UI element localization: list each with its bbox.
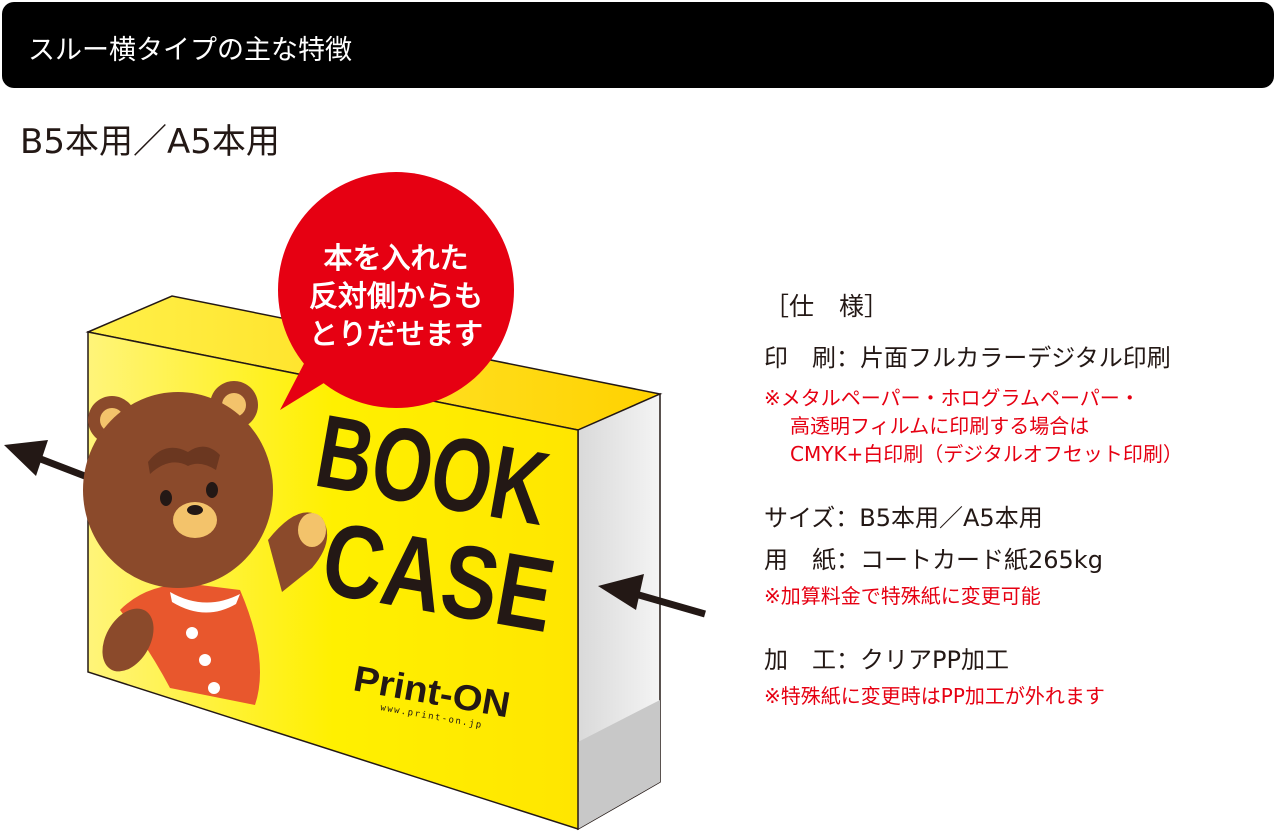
book-case-illustration: BOOK CASE Print-ON www.print-on.jp 本を入れた… (4, 172, 706, 831)
spec-print-note-1: ※メタルペーパー・ホログラムペーパー・ (764, 386, 1140, 410)
spec-paper-note: ※加算料金で特殊紙に変更可能 (764, 584, 1041, 608)
spec-finish-note: ※特殊紙に変更時はPP加工が外れます (764, 684, 1105, 708)
spec-print-note-2: 高透明フィルムに印刷する場合は (790, 414, 1090, 438)
bubble-line-3: とりだせます (309, 317, 483, 351)
spec-finish: 加 工：クリアPP加工 (764, 646, 1009, 674)
bubble-line-2: 反対側からも (309, 279, 483, 313)
spec-heading: ［仕 様］ (764, 292, 890, 321)
right-arrow-icon (598, 574, 706, 618)
bear-mascot (83, 381, 328, 705)
speech-bubble: 本を入れた 反対側からも とりだせます (278, 172, 514, 410)
spec-print-note-3: CMYK+白印刷（デジタルオフセット印刷） (790, 442, 1183, 466)
left-arrow-icon (4, 440, 92, 482)
header-bar: スルー横タイプの主な特徴 (2, 2, 1274, 88)
spec-print: 印 刷：片面フルカラーデジタル印刷 (764, 344, 1171, 372)
page-subtitle: B5本用／A5本用 (20, 122, 280, 162)
spec-size: サイズ：B5本用／A5本用 (764, 504, 1043, 532)
spec-paper: 用 紙：コートカード紙265kg (764, 546, 1103, 574)
header-title: スルー横タイプの主な特徴 (28, 35, 352, 66)
bubble-line-1: 本を入れた (323, 241, 468, 275)
